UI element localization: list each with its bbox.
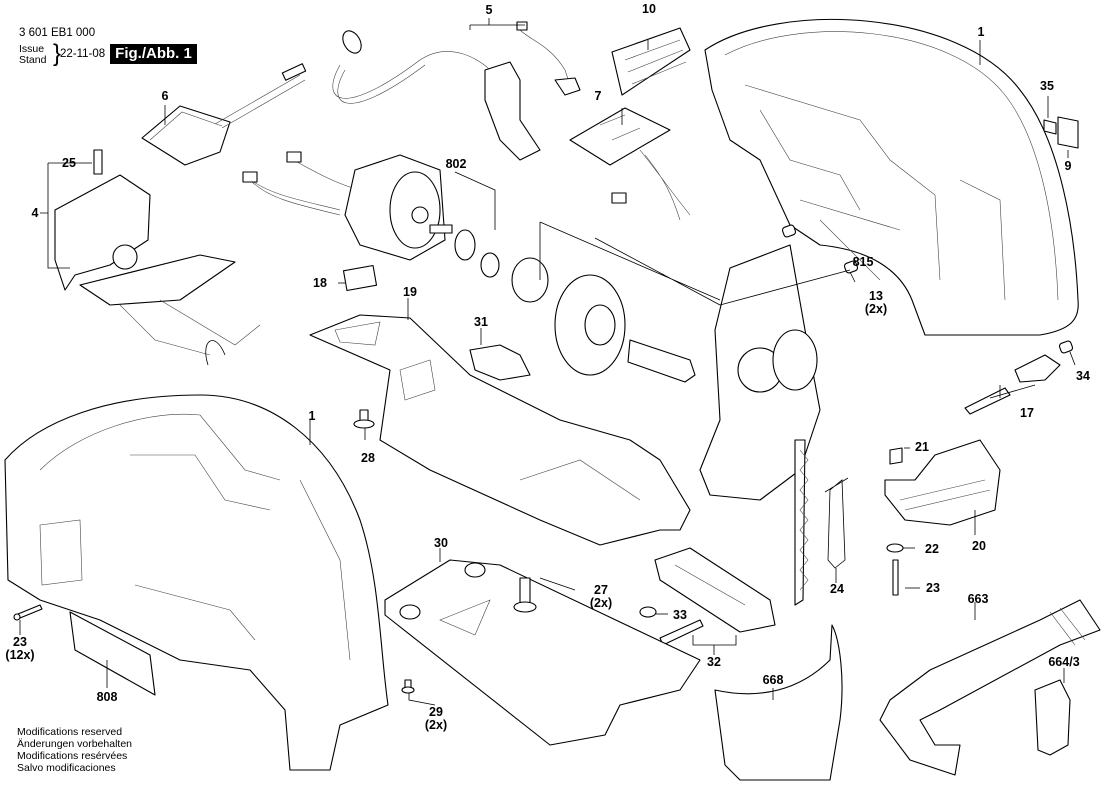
notice-de: Änderungen vorbehalten bbox=[17, 738, 133, 750]
notice-en: Modifications reserved bbox=[17, 726, 123, 738]
callout-21: 21 bbox=[915, 440, 929, 454]
part-663-hose bbox=[879, 599, 1101, 776]
pins-13-34-17 bbox=[781, 224, 1074, 415]
part-24-wire bbox=[824, 477, 849, 569]
callout-20: 20 bbox=[972, 539, 986, 553]
callout-29: 29(2x) bbox=[424, 705, 448, 732]
figure-label: Fig./Abb. 1 bbox=[110, 44, 197, 64]
wire-harness bbox=[242, 30, 491, 216]
callout-33: 33 bbox=[673, 608, 687, 622]
screw-23-left bbox=[13, 604, 43, 621]
callout-18: 18 bbox=[313, 276, 327, 290]
callout-808: 808 bbox=[96, 690, 118, 704]
part-7-electronics bbox=[569, 107, 691, 221]
part-815-gear bbox=[511, 257, 696, 383]
issue-label: Issue Stand bbox=[19, 44, 46, 66]
callout-27: 27(2x) bbox=[589, 583, 613, 610]
gear-housing bbox=[699, 244, 821, 606]
callout-663: 663 bbox=[967, 592, 989, 606]
part-802-motor bbox=[344, 154, 500, 278]
part-32-holder bbox=[639, 547, 776, 646]
part-10-cover bbox=[611, 27, 691, 96]
modifications-notice: Modifications reserved Änderungen vorbeh… bbox=[17, 726, 132, 774]
issue-label-en: Issue bbox=[19, 43, 45, 55]
callout-802: 802 bbox=[445, 157, 467, 171]
callout-32: 32 bbox=[707, 655, 721, 669]
screw-28 bbox=[353, 409, 375, 429]
callout-1-top: 1 bbox=[977, 25, 985, 39]
callout-28: 28 bbox=[361, 451, 375, 465]
brace-icon: } bbox=[53, 40, 62, 67]
callout-4: 4 bbox=[31, 206, 39, 220]
part-668-cover bbox=[714, 624, 843, 781]
callout-10: 10 bbox=[642, 2, 656, 16]
callout-815: 815 bbox=[852, 255, 874, 269]
callout-1-bottom: 1 bbox=[308, 409, 316, 423]
callout-6: 6 bbox=[161, 89, 169, 103]
callout-31: 31 bbox=[474, 315, 488, 329]
callout-668: 668 bbox=[762, 673, 784, 687]
callout-24: 24 bbox=[830, 582, 844, 596]
callout-30: 30 bbox=[434, 536, 448, 550]
housing-half-left bbox=[4, 394, 389, 771]
callout-34: 34 bbox=[1076, 369, 1090, 383]
callout-7: 7 bbox=[594, 89, 602, 103]
part-31-lever bbox=[469, 344, 531, 381]
part-6-board bbox=[141, 63, 307, 166]
callout-664-3: 664/3 bbox=[1048, 655, 1080, 669]
callout-22: 22 bbox=[925, 542, 939, 556]
callout-13: 13(2x) bbox=[864, 289, 888, 316]
issue-label-de: Stand bbox=[19, 54, 47, 66]
callout-17: 17 bbox=[1020, 406, 1034, 420]
notice-fr: Modifications resérvées bbox=[17, 750, 128, 762]
issue-date: 22-11-08 bbox=[60, 48, 106, 60]
part-664-3-clip bbox=[1034, 679, 1071, 756]
part-19-base bbox=[309, 314, 691, 546]
callout-23-left: 23(12x) bbox=[5, 635, 35, 662]
callout-5: 5 bbox=[485, 3, 493, 17]
housing-half-right bbox=[704, 18, 1079, 336]
part-20-guard bbox=[884, 439, 1001, 596]
callout-19: 19 bbox=[403, 285, 417, 299]
callout-35: 35 bbox=[1040, 79, 1054, 93]
part-5-switch bbox=[484, 21, 581, 161]
callout-9: 9 bbox=[1064, 159, 1072, 173]
notice-es: Salvo modificaciones bbox=[17, 762, 116, 774]
labels-35-9 bbox=[1043, 116, 1079, 149]
part-4-holder bbox=[54, 149, 261, 366]
part-808-label bbox=[69, 611, 156, 696]
callout-23-right: 23 bbox=[926, 581, 940, 595]
part-18-pad bbox=[342, 264, 378, 292]
part-30-shoe bbox=[384, 559, 701, 746]
callout-25: 25 bbox=[62, 156, 76, 170]
part-number: 3 601 EB1 000 bbox=[19, 27, 96, 39]
leader-lines bbox=[19, 18, 1076, 706]
